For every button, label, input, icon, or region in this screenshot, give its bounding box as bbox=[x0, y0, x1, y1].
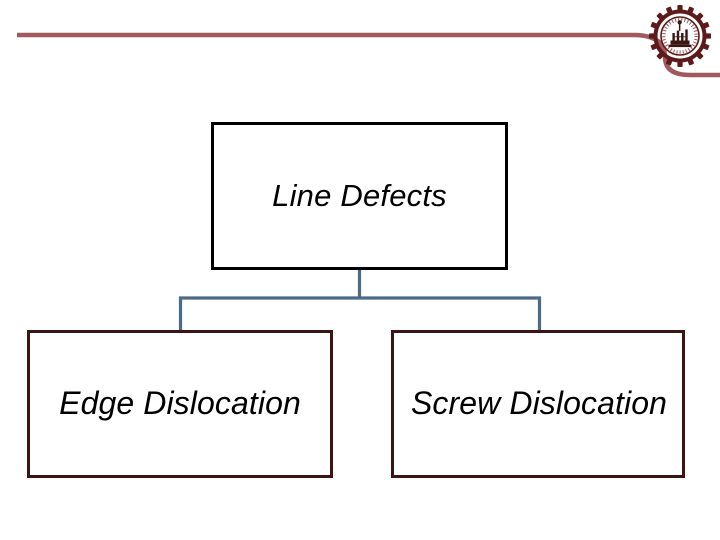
header-rule bbox=[17, 32, 720, 78]
diagram-node-screw-dislocation[interactable]: Screw Dislocation bbox=[391, 330, 685, 478]
diagram-node-root-label: Line Defects bbox=[272, 177, 447, 213]
diagram-node-edge-dislocation[interactable]: Edge Dislocation bbox=[27, 330, 333, 478]
diagram-node-edge-dislocation-label: Edge Dislocation bbox=[59, 385, 301, 422]
diagram-connectors bbox=[178, 270, 542, 331]
university-seal-icon bbox=[649, 5, 711, 67]
slide-header-decoration bbox=[17, 32, 720, 78]
seal-legend-text-ring bbox=[662, 18, 698, 54]
diagram-node-root[interactable]: Line Defects bbox=[211, 122, 508, 270]
seal-emblem bbox=[668, 20, 692, 48]
diagram-node-screw-dislocation-label: Screw Dislocation bbox=[410, 385, 667, 422]
seal-outer-ring bbox=[653, 9, 707, 63]
